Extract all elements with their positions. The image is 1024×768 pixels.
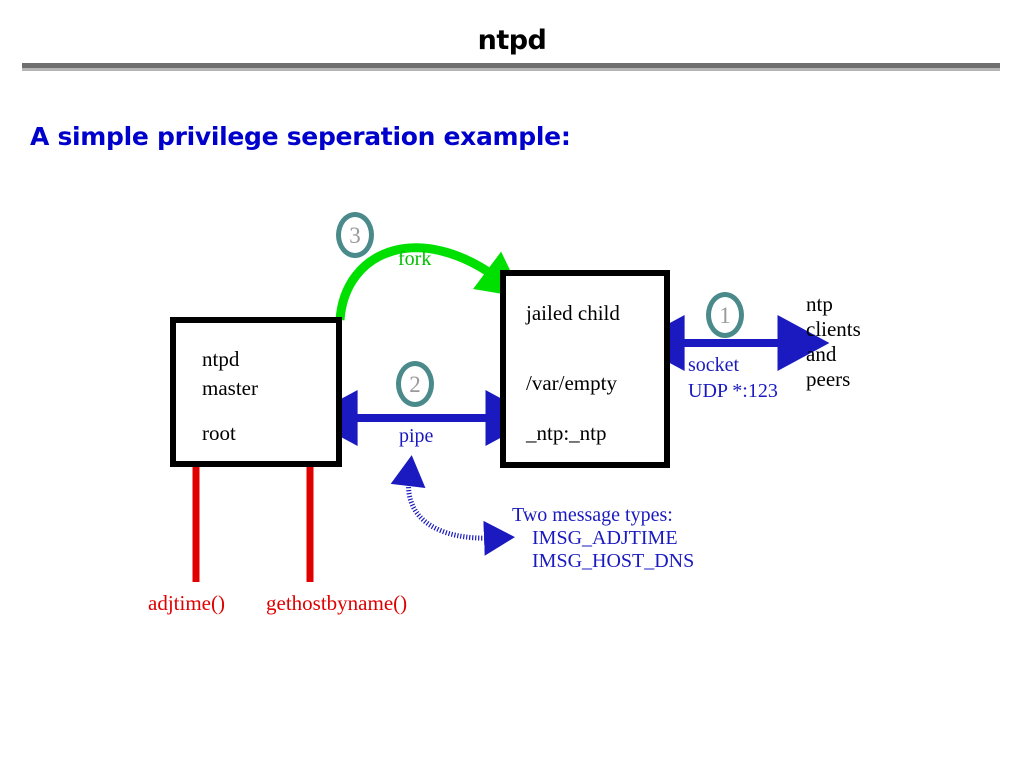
message-types-heading: Two message types: [512, 504, 673, 526]
message-type-2: IMSG_HOST_DNS [532, 550, 695, 572]
box-child-line-1: jailed child [526, 301, 620, 325]
box-master-line-1: ntpd [202, 347, 240, 371]
page-title: ntpd [477, 25, 547, 56]
message-types-arrow [390, 455, 515, 556]
label-fork: fork [398, 248, 432, 270]
fork-arrow [335, 243, 524, 321]
label-pipe: pipe [399, 425, 434, 447]
step-badge-3: 3 [336, 212, 374, 258]
label-adjtime: adjtime() [148, 591, 225, 615]
label-socket: socket [688, 354, 740, 376]
title-divider-shadow [22, 68, 1000, 71]
message-type-1: IMSG_ADJTIME [532, 527, 678, 549]
label-udp-port: UDP *:123 [688, 380, 778, 402]
box-master-line-2: master [202, 376, 258, 400]
box-child-line-3: _ntp:_ntp [526, 421, 607, 445]
step-badge-1: 1 [706, 292, 744, 338]
label-ntp-clients: ntp clients and peers [806, 292, 861, 392]
subtitle: A simple privilege seperation example: [30, 122, 571, 151]
label-ntp-clients-line-3: and [806, 342, 837, 366]
box-child-line-2: /var/empty [526, 371, 617, 395]
title-divider [22, 63, 1000, 68]
label-ntp-clients-line-2: clients [806, 317, 861, 341]
label-ntp-clients-line-1: ntp [806, 292, 833, 316]
label-ntp-clients-line-4: peers [806, 367, 851, 391]
box-jailed-child: jailed child /var/empty _ntp:_ntp [500, 270, 670, 468]
box-ntpd-master: ntpd master root [170, 317, 342, 467]
step-badge-2: 2 [396, 361, 434, 407]
label-message-types: Two message types: IMSG_ADJTIME IMSG_HOS… [512, 504, 694, 573]
label-gethostbyname: gethostbyname() [266, 591, 408, 615]
box-master-line-3: root [202, 421, 236, 445]
